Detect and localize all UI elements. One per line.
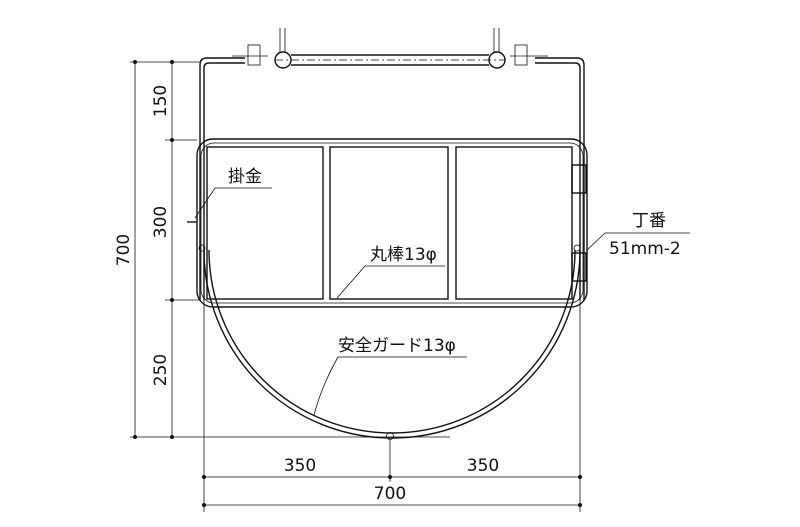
- label-latch: 掛金: [228, 167, 262, 187]
- dim-horizontal-total: 700: [374, 484, 406, 504]
- dim-horizontal-right: 350: [467, 456, 499, 476]
- dim-horizontal-left: 350: [284, 456, 316, 476]
- vertical-dimensions: [130, 60, 330, 439]
- hinge-icon: [571, 252, 587, 282]
- panel: [455, 146, 573, 300]
- safety-guard: [203, 249, 581, 439]
- dim-vertical-bottom: 250: [151, 354, 171, 386]
- dim-vertical-total: 700: [114, 234, 134, 266]
- panel: [206, 146, 324, 300]
- mesh-frame: [196, 138, 588, 308]
- hinge-icon: [571, 164, 587, 194]
- hanger-bar: [232, 28, 548, 69]
- dim-vertical-top: 150: [151, 85, 171, 117]
- horizontal-dimensions: [202, 300, 582, 512]
- label-safety-guard: 安全ガード13φ: [338, 336, 456, 356]
- dim-vertical-middle: 300: [151, 206, 171, 238]
- label-hinge: 丁番: [632, 211, 666, 231]
- label-hinge-spec: 51mm-2: [609, 239, 681, 259]
- label-round-bar: 丸棒13φ: [370, 245, 437, 265]
- outer-frame: [199, 57, 585, 300]
- panel: [329, 146, 449, 300]
